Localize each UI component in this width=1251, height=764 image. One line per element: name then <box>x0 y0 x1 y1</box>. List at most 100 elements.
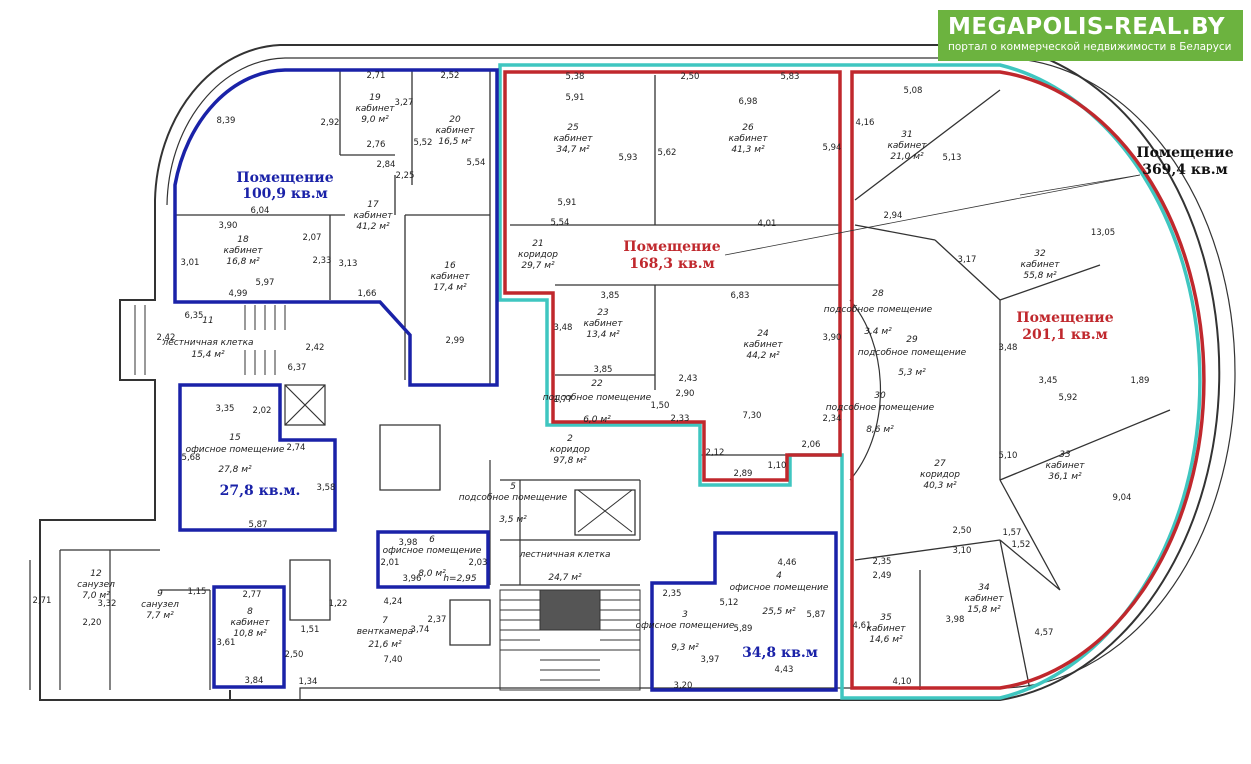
room-6-area: 8,0 м² <box>418 569 446 579</box>
room-26-no: 26 <box>742 123 754 133</box>
dim: 4,61 <box>853 621 872 631</box>
room-26-area: 41,3 м² <box>731 145 765 155</box>
room-18-area: 16,8 м² <box>226 257 260 267</box>
room-27-name: коридор <box>920 470 960 480</box>
dim: 2,50 <box>953 526 972 536</box>
dim: 5,87 <box>249 520 268 530</box>
room-34-area: 15,8 м² <box>967 605 1001 615</box>
room-17-area: 41,2 м² <box>356 222 390 232</box>
dim: 2,06 <box>802 440 821 450</box>
dim: 7,30 <box>743 411 762 421</box>
room-34-no: 34 <box>978 583 990 593</box>
dim: 5,62 <box>658 148 677 158</box>
room-9-area: 7,7 м² <box>146 611 174 621</box>
room-28-area: 3,4 м² <box>864 327 892 337</box>
room-22-name: подсобное помещение <box>543 393 652 403</box>
dim: 3,98 <box>399 538 418 548</box>
zone-label-168-3-area: 168,3 кв.м <box>629 256 715 272</box>
room-7-area: 21,6 м² <box>368 640 402 650</box>
room-33-no: 33 <box>1059 450 1071 460</box>
room-20-name: кабинет <box>435 126 475 136</box>
dim: 5,91 <box>566 93 585 103</box>
dimension-labels: 2,71 2,52 2,92 3,27 2,76 5,52 5,54 2,84 … <box>33 71 1150 691</box>
room-9-name: санузел <box>141 600 179 610</box>
room-12-name: санузел <box>77 580 115 590</box>
dim: 5,92 <box>1059 393 1078 403</box>
zone-outline-34-8 <box>650 531 838 692</box>
dim: 1,52 <box>1012 540 1031 550</box>
room-8-name: кабинет <box>230 618 270 628</box>
dim: 5,94 <box>823 143 842 153</box>
room-6-name: офисное помещение <box>383 546 482 556</box>
room-11-name: лестничная клетка <box>161 338 253 348</box>
dim: 3,98 <box>946 615 965 625</box>
dim: 4,43 <box>775 665 794 675</box>
room-26-name: кабинет <box>728 134 768 144</box>
room-12-area: 7,0 м² <box>82 591 110 601</box>
dim: 2,90 <box>676 389 695 399</box>
dim: 5,10 <box>999 451 1018 461</box>
dim: 8,39 <box>217 116 236 126</box>
dim: 2,25 <box>396 171 415 181</box>
room-24-name: кабинет <box>743 340 783 350</box>
leader-line <box>724 174 1141 256</box>
dim: 3,45 <box>1039 376 1058 386</box>
room-33-area: 36,1 м² <box>1048 472 1082 482</box>
dim: 4,10 <box>893 677 912 687</box>
zone-label-201-1-area: 201,1 кв.м <box>1022 327 1108 343</box>
room-27-no: 27 <box>934 459 946 469</box>
dim: 1,22 <box>329 599 348 609</box>
dim: 2,84 <box>377 160 396 170</box>
dim: 5,83 <box>781 72 800 82</box>
room-31-area: 21,0 м² <box>890 152 924 162</box>
room-21-name: коридор <box>518 250 558 260</box>
dim: 3,27 <box>395 98 414 108</box>
leader-line <box>1019 174 1141 196</box>
dim: 2,43 <box>679 374 698 384</box>
room-11-no: 11 <box>202 316 213 326</box>
dim: 1,10 <box>768 461 787 471</box>
dim: 2,37 <box>428 615 447 625</box>
staircase-left <box>134 305 286 375</box>
dim: 5,12 <box>720 598 739 608</box>
room-23-area: 13,4 м² <box>586 330 620 340</box>
dim: 2,49 <box>873 571 892 581</box>
room-22-area: 6,0 м² <box>583 415 611 425</box>
building-walls <box>29 44 1236 701</box>
room-20-no: 20 <box>449 115 461 125</box>
zone-label-34-8-area: 34,8 кв.м <box>742 645 818 661</box>
dim: 3,10 <box>953 546 972 556</box>
room-2-no: 2 <box>567 434 573 444</box>
dim: 9,04 <box>1113 493 1132 503</box>
room-15-name: офисное помещение <box>186 445 285 455</box>
brand-banner[interactable]: MEGAPOLIS-REAL.BY портал о коммерческой … <box>938 10 1243 61</box>
dim: 3,61 <box>217 638 236 648</box>
dim: 5,54 <box>551 218 570 228</box>
room-5-name: подсобное помещение <box>459 493 568 503</box>
zone-label-100-9-area: 100,9 кв.м <box>242 186 328 202</box>
dim: 3,74 <box>411 625 430 635</box>
zone-label-27-8-area: 27,8 кв.м. <box>220 483 301 499</box>
dim: 2,02 <box>253 406 272 416</box>
room-24-area: 44,2 м² <box>746 351 780 361</box>
zone-outline-room-8 <box>212 585 286 689</box>
dim: 2,35 <box>663 589 682 599</box>
dim: 2,50 <box>285 650 304 660</box>
room-35-area: 14,6 м² <box>869 635 903 645</box>
zone-label-201-1-title: Помещение <box>1016 310 1113 326</box>
dim: 6,37 <box>288 363 307 373</box>
dim: 2,42 <box>157 333 176 343</box>
room-18-no: 18 <box>237 235 249 245</box>
dim: 6,35 <box>185 311 204 321</box>
room-32-name: кабинет <box>1020 260 1060 270</box>
room-16-name: кабинет <box>430 272 470 282</box>
room-23-name: кабинет <box>583 319 623 329</box>
dim: 4,57 <box>1035 628 1054 638</box>
room-35-no: 35 <box>880 613 892 623</box>
zone-outline-369-4 <box>498 63 1202 700</box>
dim: 1,15 <box>188 587 207 597</box>
dim: 3,48 <box>554 323 573 333</box>
room-1-area: 24,7 м² <box>548 573 582 583</box>
dim: 2,99 <box>446 336 465 346</box>
zone-label-100-9-title: Помещение <box>236 170 333 186</box>
